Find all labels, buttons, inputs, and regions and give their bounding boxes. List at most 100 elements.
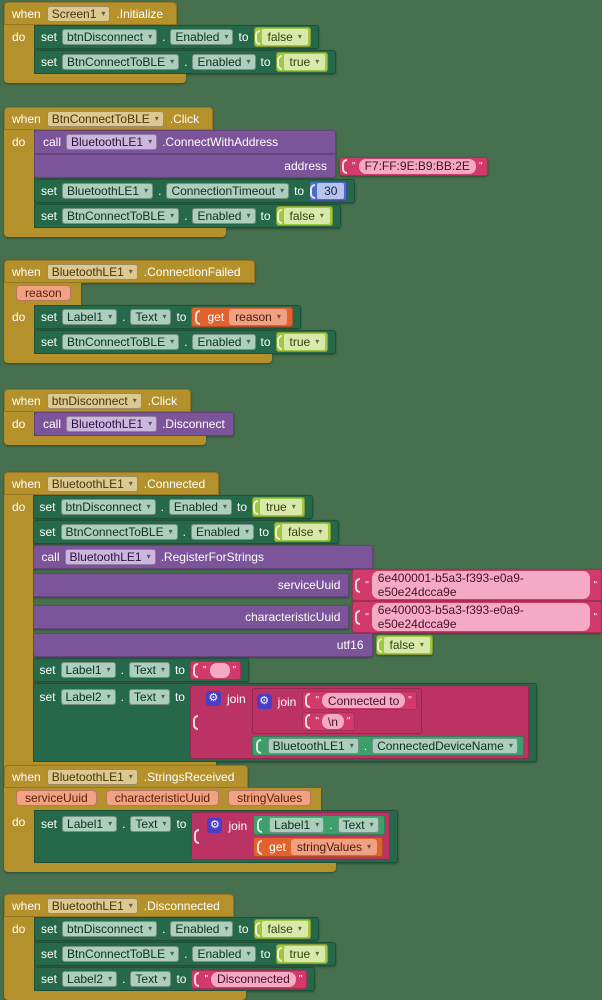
property-dropdown[interactable]: Text▾ [130,309,172,325]
component-dropdown[interactable]: BluetoothLE1▾ [66,416,158,432]
text-value[interactable]: \n [321,714,344,729]
text-value[interactable] [209,662,230,678]
call-block[interactable]: call BluetoothLE1▾ .RegisterForStrings s… [32,545,602,657]
component-dropdown[interactable]: BluetoothLE1▾ [62,183,154,199]
param-pill[interactable]: characteristicUuid [105,790,220,806]
join-block[interactable]: ⚙join ⚙join "Connected to" "\n" Bluetoot [189,685,529,759]
set-block[interactable]: set Label2▾ . Text▾ to ⚙join ⚙join "Con [32,683,537,762]
set-block[interactable]: set BtnConnectToBLE▾ . Enabled▾ to true▾ [34,330,337,354]
text-value-block[interactable]: "6e400001-b5a3-f393-e0a9-e50e24dcca9e" [352,569,602,601]
when-bluetoothle1-stringsreceived-block[interactable]: when BluetoothLE1▾ .StringsReceived serv… [4,765,398,872]
logic-value-block[interactable]: false▾ [274,522,332,542]
number-value[interactable]: 30 [317,183,345,199]
set-block[interactable]: set BtnConnectToBLE▾ . Enabled▾ to false… [32,520,340,544]
call-block[interactable]: call BluetoothLE1▾ .ConnectWithAddress a… [34,130,488,178]
set-block[interactable]: set Label2▾ . Text▾ to "Disconnected" [34,967,316,991]
logic-value-block[interactable]: true▾ [275,332,329,352]
text-value-block[interactable]: "6e400003-b5a3-f393-e0a9-e50e24dcca9e" [352,601,602,633]
mutator-gear-icon[interactable]: ⚙ [207,818,223,833]
property-dropdown[interactable]: Text▾ [337,817,379,833]
property-dropdown[interactable]: ConnectionTimeout▾ [166,183,290,199]
property-dropdown[interactable]: Text▾ [128,662,170,678]
text-value-block[interactable]: "Connected to" [302,691,417,710]
logic-value-block[interactable]: true▾ [275,52,329,72]
property-dropdown[interactable]: Enabled▾ [192,54,256,70]
component-dropdown[interactable]: BtnConnectToBLE▾ [62,54,180,70]
component-dropdown[interactable]: btnDisconnect▾ [62,921,158,937]
event-header[interactable]: when Screen1▾ .Initialize [4,2,178,25]
event-header[interactable]: when BluetoothLE1▾ .StringsReceived [4,765,249,788]
mutator-gear-icon[interactable]: ⚙ [205,691,221,706]
logic-dropdown[interactable]: false▾ [261,921,308,937]
set-block[interactable]: set btnDisconnect▾ . Enabled▾ to false▾ [34,917,319,941]
set-block[interactable]: set btnDisconnect▾ . Enabled▾ to true▾ [32,495,313,519]
param-pill[interactable]: stringValues [228,790,312,806]
logic-dropdown[interactable]: true▾ [283,334,326,350]
property-dropdown[interactable]: Enabled▾ [192,946,256,962]
set-block[interactable]: set BluetoothLE1▾ . ConnectionTimeout▾ t… [34,179,356,203]
property-dropdown[interactable]: Enabled▾ [192,334,256,350]
component-dropdown[interactable]: BluetoothLE1▾ [46,768,138,785]
property-dropdown[interactable]: ConnectedDeviceName▾ [372,738,518,754]
logic-value-block[interactable]: false▾ [253,27,311,47]
text-value[interactable]: F7:FF:9E:B9:BB:2E [358,158,476,174]
number-value-block[interactable]: 30 [309,181,348,201]
set-block[interactable]: set BtnConnectToBLE▾ . Enabled▾ to true▾ [34,942,337,966]
logic-dropdown[interactable]: false▾ [261,29,308,45]
logic-dropdown[interactable]: true▾ [283,946,326,962]
component-dropdown[interactable]: BluetoothLE1▾ [46,263,138,280]
component-property-getter-block[interactable]: Label1▾ . Text▾ [253,815,385,835]
event-header[interactable]: when BluetoothLE1▾ .Connected [4,472,220,495]
when-btnconnecttoble-click-block[interactable]: when BtnConnectToBLE▾ .Click do call Blu… [4,107,488,237]
text-value-block[interactable]: "F7:FF:9E:B9:BB:2E" [339,156,488,176]
variable-dropdown[interactable]: reason▾ [229,309,287,325]
logic-dropdown[interactable]: false▾ [283,208,330,224]
property-dropdown[interactable]: Text▾ [128,689,170,705]
logic-value-block[interactable]: false▾ [275,206,333,226]
property-dropdown[interactable]: Text▾ [130,816,172,832]
event-header[interactable]: when BtnConnectToBLE▾ .Click [4,107,214,130]
event-header[interactable]: when BluetoothLE1▾ .ConnectionFailed [4,260,255,283]
logic-dropdown[interactable]: true▾ [283,54,326,70]
set-block[interactable]: set Label1▾ . Text▾ to ⚙join Label1▾ . T… [34,810,398,863]
component-dropdown[interactable]: BluetoothLE1▾ [267,738,359,754]
event-header[interactable]: when BluetoothLE1▾ .Disconnected [4,894,234,917]
component-dropdown[interactable]: btnDisconnect▾ [46,392,142,409]
when-bluetoothle1-disconnected-block[interactable]: when BluetoothLE1▾ .Disconnected do set … [4,894,337,1000]
text-value[interactable]: Connected to [321,693,406,708]
property-dropdown[interactable]: Text▾ [130,971,172,987]
component-dropdown[interactable]: BtnConnectToBLE▾ [62,334,180,350]
component-dropdown[interactable]: Screen1▾ [46,5,111,22]
component-dropdown[interactable]: BtnConnectToBLE▾ [46,110,164,127]
param-pill[interactable]: serviceUuid [16,790,97,806]
empty-text-value-block[interactable]: "" [189,660,242,680]
set-block[interactable]: set Label1▾ . Text▾ to "" [32,658,250,682]
component-dropdown[interactable]: Label2▾ [62,971,118,987]
when-btndisconnect-click-block[interactable]: when btnDisconnect▾ .Click do call Bluet… [4,389,234,445]
logic-value-block[interactable]: false▾ [253,919,311,939]
logic-value-block[interactable]: true▾ [252,497,305,517]
property-dropdown[interactable]: Enabled▾ [170,921,234,937]
when-screen1-initialize-block[interactable]: when Screen1▾ .Initialize do set btnDisc… [4,2,337,83]
component-dropdown[interactable]: btnDisconnect▾ [60,499,156,515]
component-dropdown[interactable]: BtnConnectToBLE▾ [62,946,180,962]
component-dropdown[interactable]: BtnConnectToBLE▾ [62,208,180,224]
when-bluetoothle1-connectionfailed-block[interactable]: when BluetoothLE1▾ .ConnectionFailed rea… [4,260,337,363]
component-dropdown[interactable]: Label1▾ [269,817,325,833]
text-value[interactable]: 6e400001-b5a3-f393-e0a9-e50e24dcca9e [371,571,591,599]
component-dropdown[interactable]: BtnConnectToBLE▾ [60,524,178,540]
set-block[interactable]: set btnDisconnect▾ . Enabled▾ to false▾ [34,25,319,49]
logic-value-block[interactable]: false▾ [375,635,433,655]
property-dropdown[interactable]: Enabled▾ [170,29,234,45]
property-dropdown[interactable]: Enabled▾ [168,499,232,515]
param-pill[interactable]: reason [16,285,71,301]
component-dropdown[interactable]: BluetoothLE1▾ [46,897,138,914]
component-dropdown[interactable]: Label1▾ [62,309,118,325]
logic-dropdown[interactable]: false▾ [282,524,329,540]
text-value[interactable]: Disconnected [211,971,296,987]
event-header[interactable]: when btnDisconnect▾ .Click [4,389,192,412]
component-dropdown[interactable]: Label1▾ [60,662,116,678]
component-dropdown[interactable]: BluetoothLE1▾ [66,134,158,150]
